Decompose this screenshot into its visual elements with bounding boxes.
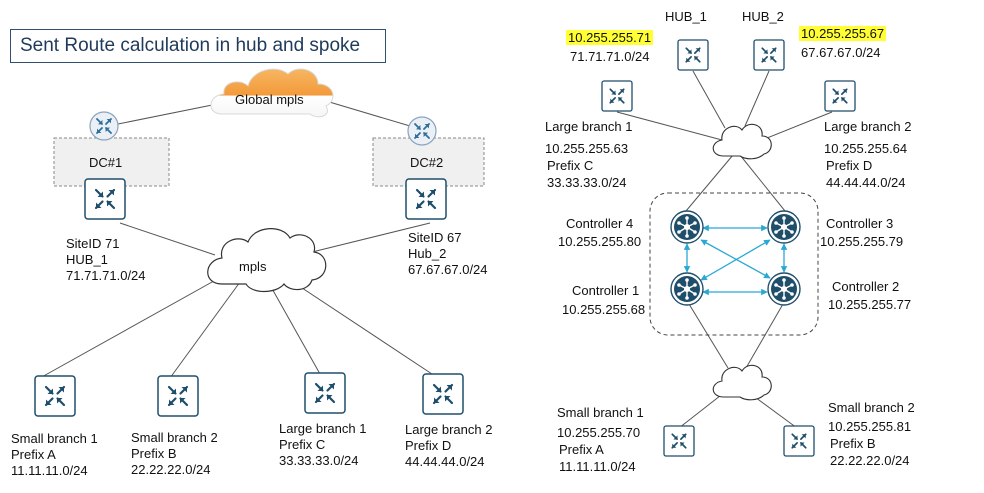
lb1-name: Large branch 1 (279, 421, 367, 436)
right-hub2-info: 10.255.255.67 67.67.67.0/24 (799, 26, 887, 61)
hub2-prefix: 67.67.67.0/24 (408, 262, 488, 277)
rlb2-prefix-name: Prefix D (826, 158, 873, 173)
c4-ip: 10.255.255.80 (558, 234, 642, 249)
rsb2-ip: 10.255.255.81 (828, 419, 912, 434)
right-large-branch-1-info: Large branch 1 10.255.255.63 Prefix C 33… (545, 118, 632, 191)
sb1-prefix: 11.11.11.0/24 (11, 463, 88, 478)
large-branch-2-info: Large branch 2 Prefix D 44.44.44.0/24 (405, 422, 492, 470)
small-branch-2-info: Small branch 2 Prefix B 22.22.22.0/24 (131, 430, 218, 478)
right-small-branch-2-info: Small branch 2 10.255.255.81 Prefix B 22… (828, 399, 915, 469)
c4-name: Controller 4 (566, 216, 634, 231)
dc2-router-icon (407, 116, 437, 146)
right-large-branch-2-router-icon (824, 80, 856, 112)
right-hub2-router-icon (753, 39, 785, 71)
top-cloud-icon (712, 123, 772, 160)
small-branch-1-info: Small branch 1 Prefix A 11.11.11.0/24 (11, 431, 98, 479)
rlb1-prefix-name: Prefix C (547, 158, 594, 173)
large-branch-1-router-icon (304, 372, 346, 414)
hub1-name: HUB_1 (66, 252, 108, 267)
dc1-label: DC#1 (89, 155, 123, 170)
right-hub1-router-icon (677, 39, 709, 71)
controller-3-icon (767, 210, 801, 244)
right-hub1-label: HUB_1 (665, 9, 707, 24)
c3-ip: 10.255.255.79 (820, 234, 904, 249)
sb2-prefix: 22.22.22.0/24 (131, 462, 211, 477)
rsb1-prefix: 11.11.11.0/24 (559, 459, 636, 474)
rlb2-prefix: 44.44.44.0/24 (826, 175, 906, 190)
small-branch-2-router-icon (157, 375, 199, 417)
hub1-info: SiteID 71 HUB_1 71.71.71.0/24 (66, 236, 146, 284)
small-branch-1-router-icon (34, 375, 76, 417)
lb2-name: Large branch 2 (405, 422, 493, 437)
dc1-router-icon (89, 111, 119, 141)
hub2-name: Hub_2 (408, 246, 447, 261)
right-large-branch-1-router-icon (601, 80, 633, 112)
hub1-router-icon (84, 178, 126, 220)
mpls-label: mpls (239, 259, 267, 274)
hub1-prefix: 71.71.71.0/24 (66, 268, 146, 283)
right-large-branch-2-info: Large branch 2 10.255.255.64 Prefix D 44… (824, 118, 911, 191)
hub2-prefix-right: 67.67.67.0/24 (801, 45, 881, 60)
c3-name: Controller 3 (826, 216, 894, 231)
sb1-prefix-name: Prefix A (11, 447, 56, 462)
rsb2-prefix: 22.22.22.0/24 (830, 453, 910, 468)
rlb2-name: Large branch 2 (824, 119, 912, 134)
left-links (39, 100, 436, 379)
hub1-site-id: SiteID 71 (66, 236, 120, 251)
global-mpls-cloud-icon (210, 68, 334, 118)
controller-1-icon (670, 272, 704, 306)
hub2-site-id: SiteID 67 (408, 230, 462, 245)
c1-name: Controller 1 (572, 283, 640, 298)
rlb1-ip: 10.255.255.63 (545, 141, 629, 156)
controller-1-info: Controller 1 10.255.255.68 (562, 283, 645, 318)
large-branch-1-info: Large branch 1 Prefix C 33.33.33.0/24 (279, 421, 366, 469)
right-links (616, 70, 833, 429)
rsb2-prefix-name: Prefix B (830, 436, 876, 451)
hub1-ip-highlight: 10.255.255.71 (566, 30, 654, 45)
lb1-prefix-name: Prefix C (279, 437, 326, 452)
rlb1-name: Large branch 1 (545, 119, 633, 134)
right-small-branch-2-router-icon (783, 425, 815, 457)
controller-4-icon (670, 210, 704, 244)
rlb1-prefix: 33.33.33.0/24 (547, 175, 627, 190)
hub2-router-icon (405, 178, 447, 220)
controller-2-info: Controller 2 10.255.255.77 (828, 279, 911, 313)
bottom-cloud-icon (712, 364, 772, 401)
controller-links (683, 224, 788, 296)
rsb2-name: Small branch 2 (828, 400, 915, 415)
sb2-prefix-name: Prefix B (131, 446, 177, 461)
right-small-branch-1-router-icon (663, 425, 695, 457)
large-branch-2-router-icon (422, 373, 464, 415)
controller-group-box (649, 192, 819, 336)
c2-ip: 10.255.255.77 (828, 297, 912, 312)
hub1-prefix-right: 71.71.71.0/24 (570, 49, 650, 64)
hub2-info: SiteID 67 Hub_2 67.67.67.0/24 (408, 230, 488, 278)
right-small-branch-1-info: Small branch 1 10.255.255.70 Prefix A 11… (557, 404, 644, 475)
rsb1-ip: 10.255.255.70 (557, 425, 641, 440)
rlb2-ip: 10.255.255.64 (824, 141, 908, 156)
rsb1-name: Small branch 1 (557, 405, 644, 420)
mpls-cloud-icon (207, 228, 327, 293)
controller-4-info: Controller 4 10.255.255.80 (558, 216, 641, 250)
rsb1-prefix-name: Prefix A (559, 442, 604, 457)
sb1-name: Small branch 1 (11, 431, 98, 446)
c1-ip: 10.255.255.68 (562, 302, 646, 317)
right-hub2-label: HUB_2 (742, 9, 784, 24)
right-hub1-info: 10.255.255.71 71.71.71.0/24 (566, 30, 654, 65)
page-title: Sent Route calculation in hub and spoke (10, 29, 386, 63)
sb2-name: Small branch 2 (131, 430, 218, 445)
global-mpls-label: Global mpls (235, 92, 304, 107)
c2-name: Controller 2 (832, 279, 900, 294)
lb2-prefix: 44.44.44.0/24 (405, 454, 485, 469)
hub2-ip-highlight: 10.255.255.67 (799, 26, 887, 41)
controller-3-info: Controller 3 10.255.255.79 (820, 216, 903, 250)
controller-2-icon (767, 272, 801, 306)
lb1-prefix: 33.33.33.0/24 (279, 453, 359, 468)
lb2-prefix-name: Prefix D (405, 438, 452, 453)
dc2-box (372, 137, 485, 187)
dc2-label: DC#2 (410, 155, 444, 170)
